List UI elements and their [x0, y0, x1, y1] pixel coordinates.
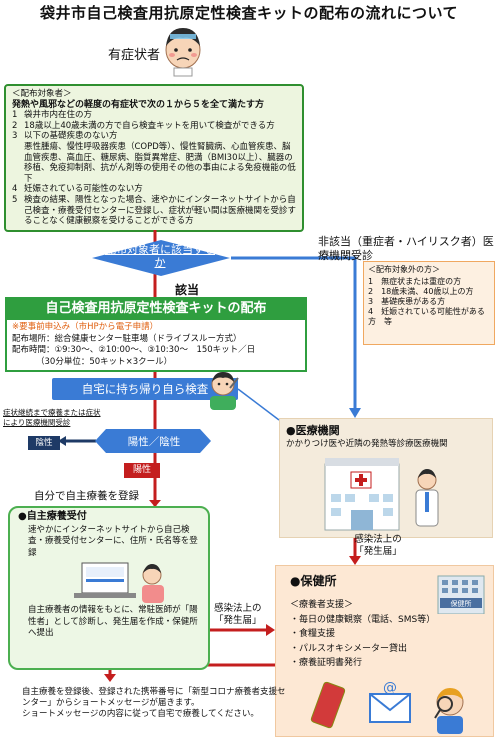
hokenjo-support-list: ＜療養者支援＞ ・毎日の健康観察（電話、SMS等） ・食糧支援 ・パルスオキシメ…: [290, 598, 435, 671]
non-eligible-header: ＜配布対象外の方＞: [368, 265, 440, 274]
page-title: 袋井市自己検査用抗原定性検査キットの配布の流れについて: [39, 4, 459, 22]
support-item: ・食糧支援: [290, 629, 336, 639]
self-register-label: 自分で自主療養を登録: [34, 490, 139, 502]
laptop-user-icon: [74, 562, 164, 603]
patient-label: 有症状者: [108, 48, 161, 63]
negative-note: 症状継続まで療養または症状により医療機関受診: [3, 408, 101, 427]
not-eligible-label: 非該当（重症者・ハイリスク者）医療機関受診: [318, 235, 494, 262]
non-eligible-item: 1 無症状または重症の方: [368, 277, 462, 286]
person-testing-icon: [210, 372, 239, 410]
hokenjo-building-icon: 保健所: [437, 575, 485, 614]
eligible-label: 該当: [175, 283, 200, 297]
distribution-title: 自己検査用抗原定性検査キットの配布: [5, 297, 307, 320]
decision-diamond: [92, 240, 230, 276]
law-notice-mid: 感染法上の「発生届」: [354, 534, 402, 557]
result-hexagon: [95, 429, 211, 453]
hospital-title: ●医療機関: [286, 424, 340, 437]
result-text: 陽性／陰性: [127, 436, 181, 448]
positive-badge: 陽性: [124, 463, 160, 478]
distribution-place: 配布場所：総合健康センター駐車場（ドライブスルー方式）: [12, 333, 242, 344]
self-care-text1: 速やかにインターネットサイトから自己検査・療養受付センターに、住所・氏名等を登録: [28, 524, 198, 558]
support-item: ・毎日の健康観察（電話、SMS等）: [290, 614, 436, 625]
distribution-time-sub: （30分単位：50キット×3クール）: [36, 356, 173, 367]
bottom-note: 自主療養を登録後、登録された携帯番号に「新型コロナ療養者支援センター」からショー…: [22, 687, 292, 720]
eligibility-condition: 発熱や風邪などの軽度の有症状で次の１から５を全て満たす方: [12, 99, 265, 110]
hokenjo-sign: 保健所: [451, 599, 472, 608]
support-header: ＜療養者支援＞: [290, 600, 354, 610]
hospital-subtitle: かかりつけ医や近隣の発熱等診療医療機関: [286, 439, 448, 449]
distribution-box: ※要事前申込み（市HPから電子申請） 配布場所：総合健康センター駐車場（ドライブ…: [5, 320, 307, 372]
self-test-label: 自宅に持ち帰り自ら検査: [52, 378, 238, 400]
self-care-title: ●自主療養受付: [18, 511, 87, 522]
law-notice-left: 感染法上の「発生届」: [214, 603, 262, 626]
self-care-text2: 自主療養者の情報をもとに、常駐医師が「陽性者」として診断し、発生届を作成・保健所…: [28, 605, 198, 638]
decision-text: 配布対象者に該当するか: [105, 243, 215, 269]
support-item: ・療養証明書発行: [290, 658, 363, 668]
non-eligible-box: ＜配布対象外の方＞ 1 無症状または重症の方 2 18歳未満、40歳以上の方 3…: [363, 261, 495, 345]
self-care-box: ●自主療養受付 速やかにインターネットサイトから自己検査・療養受付センターに、住…: [8, 506, 210, 670]
phone-mail-icons: @: [310, 680, 464, 734]
non-eligible-item: 4 妊娠されている可能性がある方 等: [368, 307, 485, 326]
disease-list: 悪性腫瘍、慢性呼吸器疾患（COPD等）、慢性腎臓病、心血管疾患、脳血管疾患、高血…: [24, 141, 296, 184]
bottom-note-line2: ショートメッセージの内容に従って自宅で療養してください。: [22, 709, 259, 719]
svg-text:@: @: [383, 680, 397, 696]
non-eligible-item: 2 18歳未満、40歳以上の方: [368, 287, 474, 296]
negative-badge: 陰性: [28, 436, 60, 450]
support-item: ・パルスオキシメーター貸出: [290, 643, 408, 654]
required-note: ※要事前申込み（市HPから電子申請）: [12, 322, 159, 332]
non-eligible-item: 3 基礎疾患がある方: [368, 297, 446, 306]
eligibility-header: ＜配布対象者＞: [12, 89, 72, 99]
bottom-note-line1: 自主療養を登録後、登録された携帯番号に「新型コロナ療養者支援センター」からショー…: [22, 687, 286, 708]
hospital-building-icon: [324, 458, 439, 531]
sick-face-icon: [165, 28, 201, 77]
hokenjo-title: ●保健所: [290, 574, 337, 588]
distribution-time: 配布時間：①9:30～、②10:00～、③10:30～ 150キット／日: [12, 345, 256, 355]
